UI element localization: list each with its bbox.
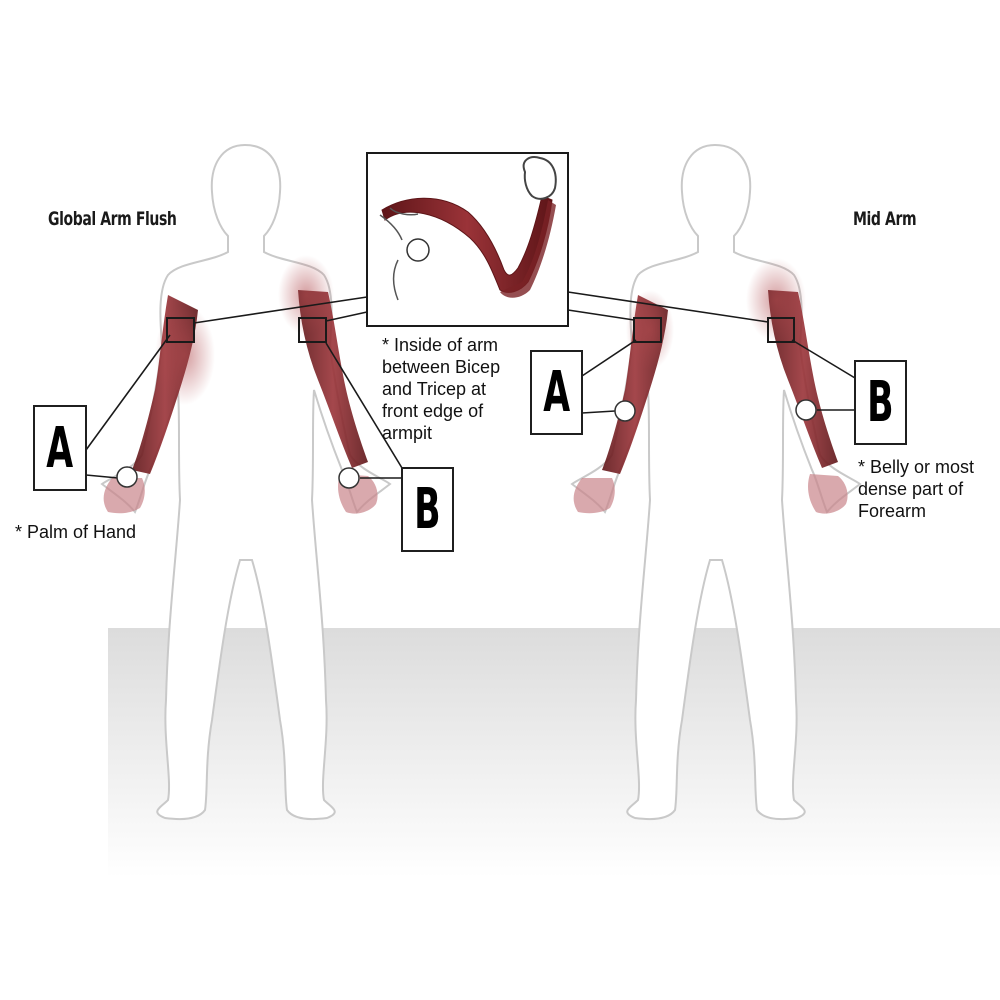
inset-forearm-muscle: [500, 200, 556, 298]
right-body-figure: [570, 143, 862, 820]
right-figure-square-b: [767, 317, 795, 343]
left-figure-title: Global Arm Flush: [48, 208, 177, 230]
left-figure-square-a: [166, 317, 195, 343]
right-figure-square-a: [633, 317, 662, 343]
right-figure-right-hand: [573, 478, 615, 514]
left-figure-label-a: A: [33, 405, 87, 491]
right-figure-forearm-marker-a: [614, 400, 636, 422]
floor-shadow: [108, 628, 1000, 878]
left-body-figure: [100, 143, 392, 820]
left-figure-label-b: B: [401, 467, 454, 552]
palm-of-hand-note: * Palm of Hand: [15, 522, 137, 542]
inset-electrode-marker: [406, 238, 430, 262]
left-figure-square-b: [298, 317, 327, 343]
right-figure-forearm-marker-b: [795, 399, 817, 421]
inset-fist: [522, 156, 557, 200]
inset-armpit-note: * Inside of arm between Bicep and Tricep…: [382, 335, 501, 443]
left-figure-arm-flush: [155, 305, 215, 405]
right-figure-label-a: A: [530, 350, 583, 435]
left-figure-left-arm-muscle: [298, 290, 368, 468]
left-figure-palm-marker: [116, 466, 138, 488]
left-figure-shoulder-flush: [278, 255, 334, 335]
marker-squares: [166, 317, 795, 343]
connector-lines: [85, 291, 856, 479]
inset-arm-illustration: [366, 152, 569, 327]
circle-markers: [116, 399, 817, 489]
inset-armpit-lines: [379, 207, 419, 301]
right-figure-label-b: B: [854, 360, 907, 445]
right-figure-left-hand: [808, 474, 848, 514]
right-figure-title: Mid Arm: [853, 208, 917, 230]
left-figure-palm-marker-b: [338, 467, 360, 489]
right-figure-shoulder-flush: [746, 258, 806, 342]
right-figure-arm-flush: [626, 290, 674, 370]
forearm-belly-note: * Belly or most dense part of Forearm: [858, 457, 975, 521]
left-figure-right-hand: [103, 478, 145, 514]
